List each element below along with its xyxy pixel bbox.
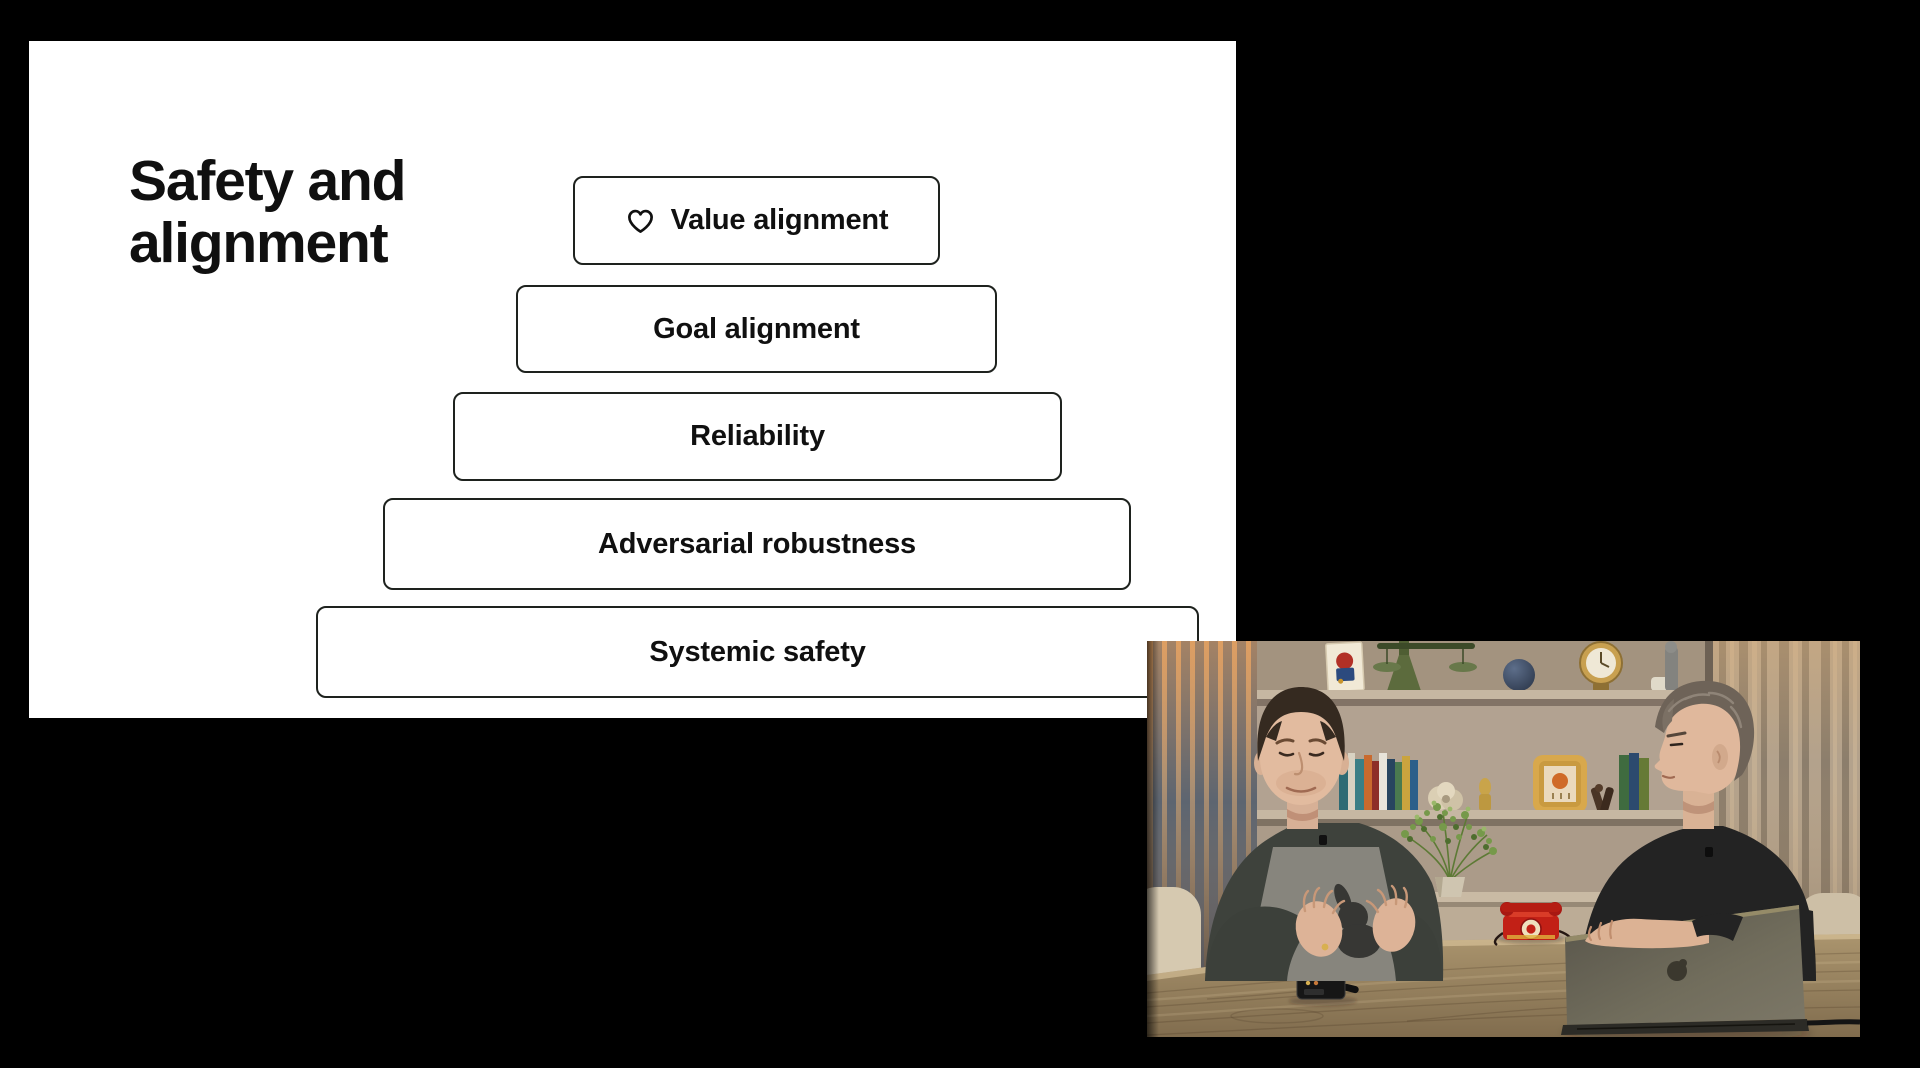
hand-right bbox=[1365, 884, 1416, 952]
plant bbox=[1401, 800, 1497, 897]
person-right-forearm bbox=[1585, 913, 1743, 949]
pyramid-box-reliability: Reliability bbox=[453, 392, 1062, 481]
slide-title: Safety and alignment bbox=[129, 149, 406, 275]
heart-outline-icon bbox=[627, 209, 653, 233]
shelf-decor-top bbox=[1325, 641, 1678, 693]
ornate-frame bbox=[1533, 755, 1587, 813]
audio-recorder bbox=[1289, 975, 1359, 1006]
speakers-scene bbox=[1147, 641, 1860, 1043]
presentation-slide: Safety and alignment Value alignment Goa… bbox=[29, 41, 1236, 718]
person-left bbox=[1205, 687, 1444, 981]
statue-decor bbox=[1665, 641, 1678, 691]
pyramid-box-label: Value alignment bbox=[670, 204, 889, 236]
green-books bbox=[1619, 753, 1649, 811]
dark-wood-decor bbox=[1590, 784, 1614, 813]
power-cable bbox=[1806, 1019, 1860, 1026]
balance-scale bbox=[1373, 641, 1477, 691]
gold-figurine bbox=[1479, 778, 1491, 811]
pyramid-box-label: Reliability bbox=[690, 420, 825, 452]
pyramid-box-value-alignment: Value alignment bbox=[573, 176, 940, 265]
apple-logo bbox=[1667, 959, 1687, 981]
pyramid-box-systemic-safety: Systemic safety bbox=[316, 606, 1199, 698]
video-letterbox bbox=[1147, 1037, 1860, 1043]
bookshelf-books bbox=[1339, 753, 1418, 811]
speaker-video-inset bbox=[1147, 641, 1860, 1043]
knot-sculpture bbox=[1428, 782, 1463, 811]
pyramid-box-goal-alignment: Goal alignment bbox=[516, 285, 997, 373]
pyramid-box-label: Adversarial robustness bbox=[598, 527, 916, 560]
hand-left bbox=[1295, 886, 1346, 957]
red-telephone bbox=[1493, 902, 1572, 946]
pyramid-box-label: Goal alignment bbox=[653, 312, 860, 345]
clock-decor bbox=[1579, 641, 1623, 691]
pyramid-box-adversarial-robustness: Adversarial robustness bbox=[383, 498, 1131, 590]
orb-decor bbox=[1503, 659, 1535, 691]
pyramid-box-label: Systemic safety bbox=[649, 635, 866, 668]
